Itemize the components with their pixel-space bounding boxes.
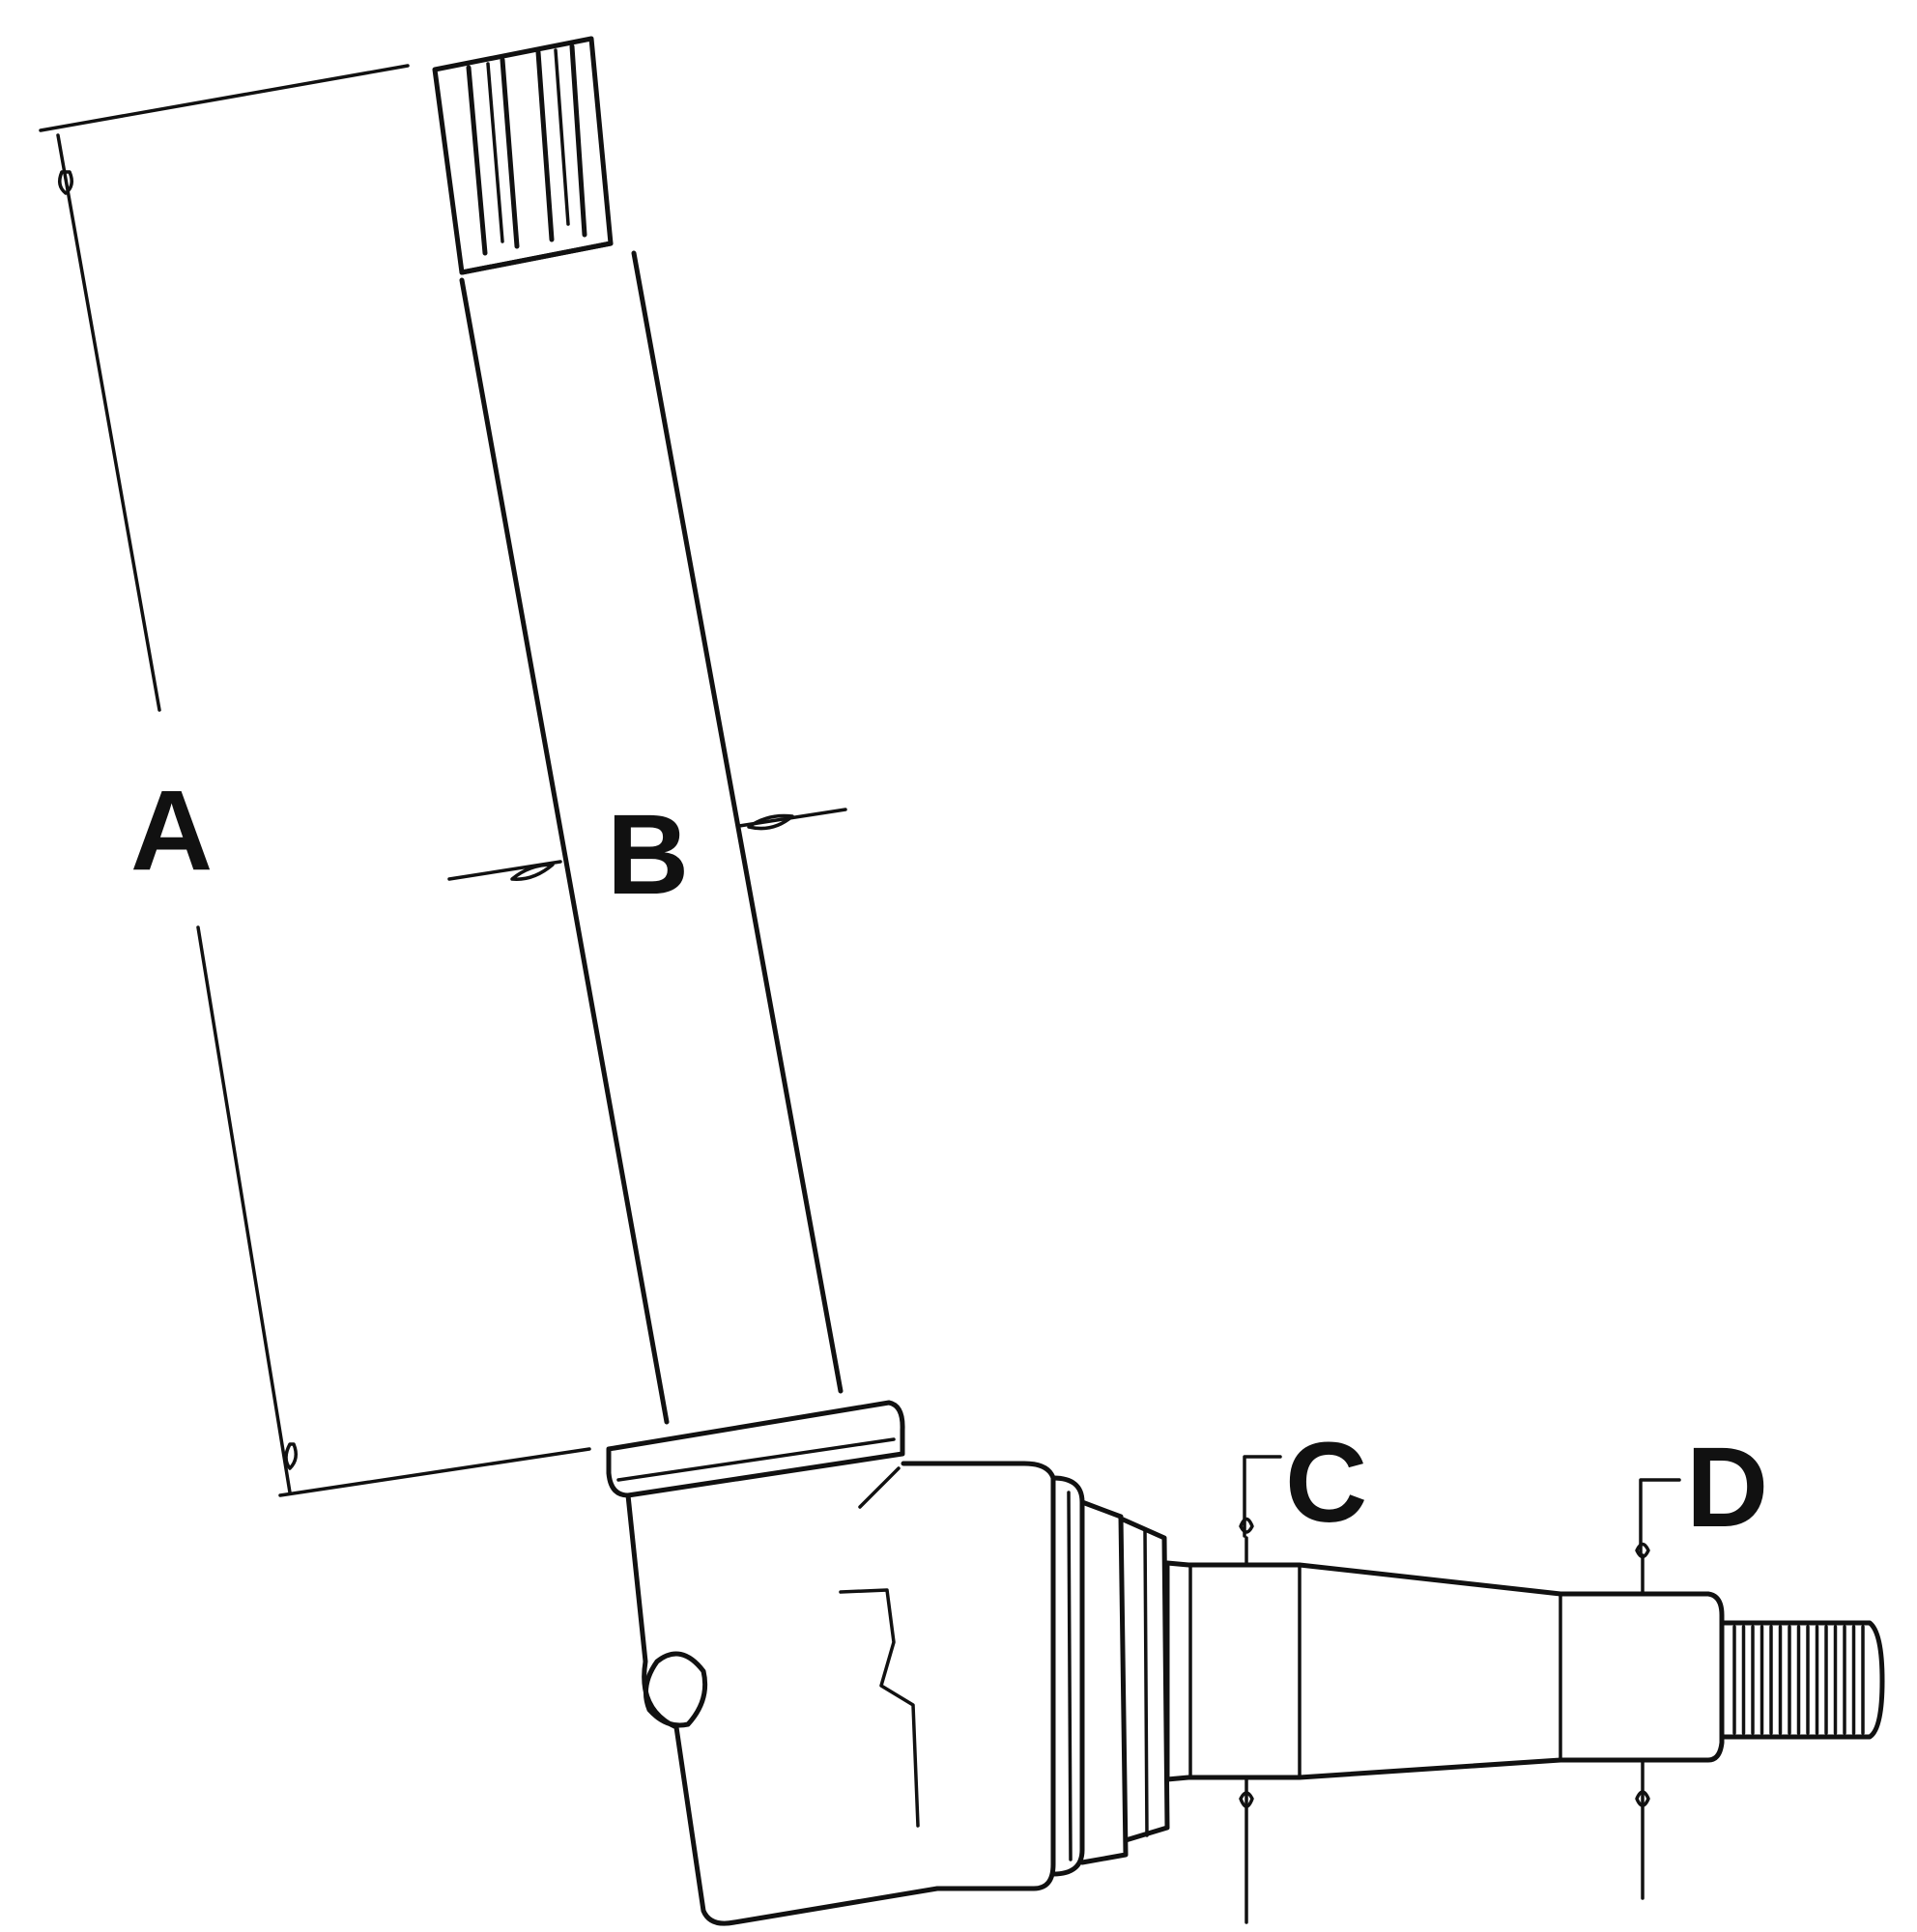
- kingpin-shaft: [459, 241, 844, 1425]
- label-b: B: [607, 791, 689, 919]
- spindle: [1164, 1560, 1725, 1782]
- shoulders: [1050, 1475, 1170, 1877]
- dimension-d: D: [1635, 1424, 1768, 1900]
- label-d: D: [1686, 1424, 1768, 1551]
- threaded-end: [1719, 1620, 1885, 1740]
- collar: [606, 1400, 905, 1498]
- dimension-b: B: [447, 791, 847, 919]
- label-c: C: [1285, 1419, 1367, 1547]
- dimension-c: C: [1239, 1419, 1367, 1924]
- dimension-a: A: [39, 64, 591, 1497]
- knuckle-body: [625, 1461, 1056, 1926]
- label-a: A: [130, 767, 213, 895]
- spline-top: [432, 36, 614, 275]
